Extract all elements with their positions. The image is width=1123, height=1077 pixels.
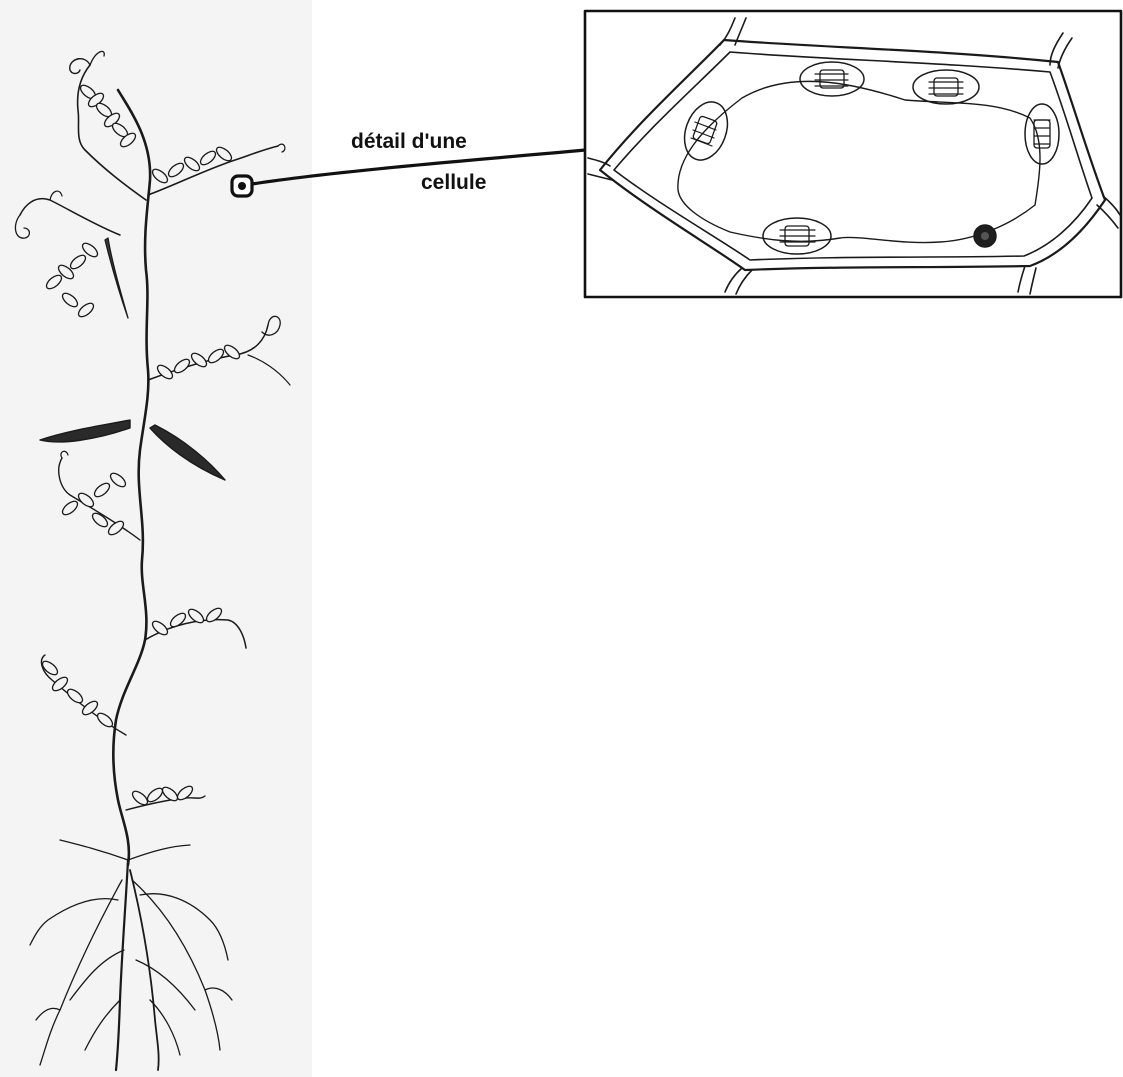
plant-cell-drawing [585,11,1121,297]
paper-background [0,0,312,1077]
callout-label-line2: cellule [421,172,486,193]
callout-label-line1: détail d'une [351,131,467,152]
